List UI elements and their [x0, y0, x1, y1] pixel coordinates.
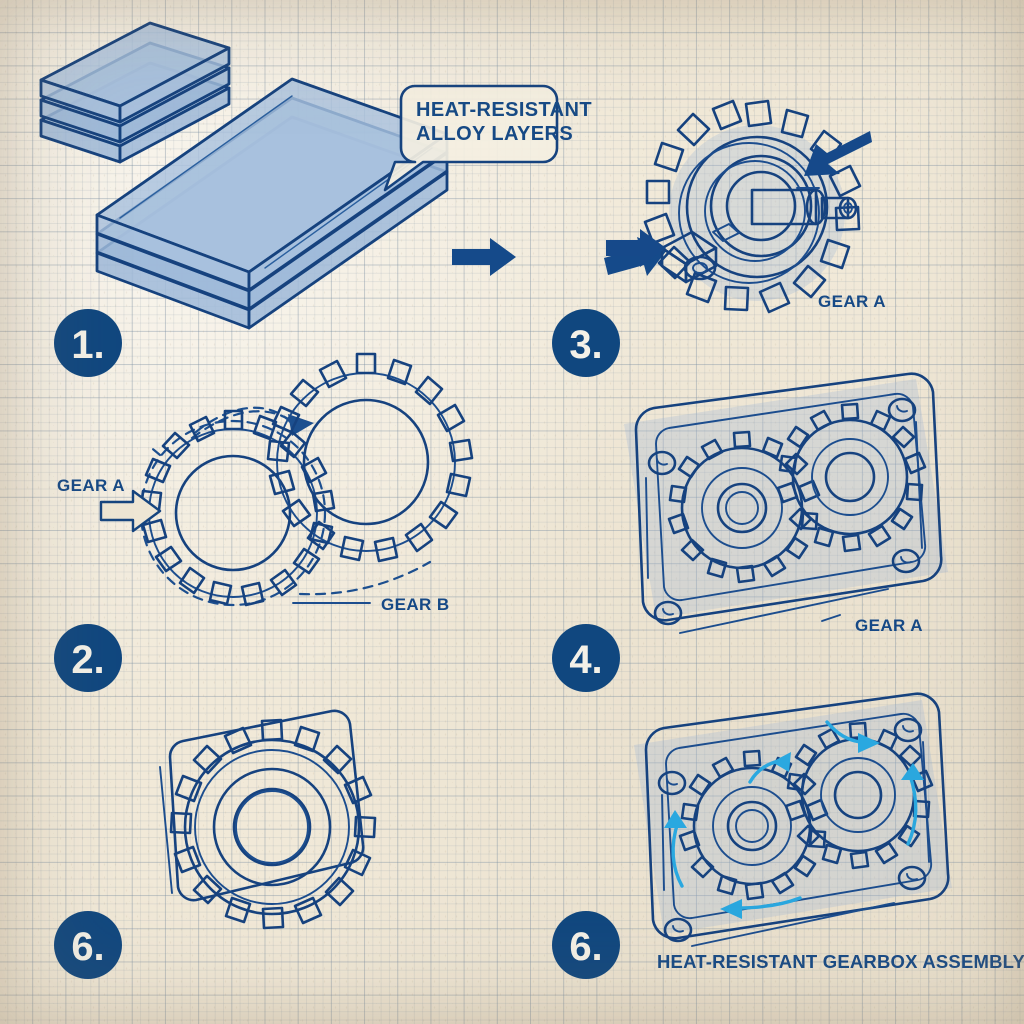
drive-shaft — [750, 187, 858, 226]
step-3-illustration — [606, 99, 872, 314]
assembly-caption: HEAT-RESISTANT GEARBOX ASSEMBLY — [657, 951, 1024, 972]
step-6-illustration — [634, 692, 952, 947]
alloy-bar-stack — [39, 21, 231, 164]
rotation-arrow-right — [901, 763, 924, 846]
rotation-arrow-left — [664, 810, 687, 888]
callout-heat-resistant-alloy: HEAT-RESISTANT ALLOY LAYERS — [383, 84, 592, 192]
step-badge-1[interactable]: 1. — [54, 309, 122, 377]
gear-a-3d — [643, 99, 862, 314]
alloy-plate-stack — [95, 77, 449, 330]
housing-bolt-holes — [647, 397, 921, 626]
gear-b-outline — [266, 352, 474, 563]
rotation-arrows — [664, 720, 924, 919]
rotation-arrowhead — [288, 414, 314, 436]
callout-line-2: ALLOY LAYERS — [416, 123, 573, 145]
label-gear-a-step3: GEAR A — [818, 292, 886, 311]
label-gear-b: GEAR B — [381, 595, 450, 614]
step-badge-1-label: 1. — [71, 323, 104, 367]
rotation-arrow-top — [825, 720, 880, 753]
step-badge-4[interactable]: 4. — [552, 624, 620, 692]
step-1-illustration — [39, 21, 449, 330]
leader-line-gear-a-step4 — [821, 614, 841, 622]
mounting-boss — [660, 230, 718, 284]
callout-line-1: HEAT-RESISTANT — [416, 99, 592, 121]
rotation-arrow-upper-left — [748, 752, 791, 784]
label-gear-a-step2: GEAR A — [57, 476, 125, 495]
step-badge-6[interactable]: 6. — [552, 911, 620, 979]
arrow-press-left — [606, 229, 666, 267]
step-badge-2-label: 2. — [71, 638, 104, 682]
final-bolt-holes — [657, 717, 927, 943]
step-badge-4-label: 4. — [569, 638, 602, 682]
flow-arrow-step1-to-step3 — [452, 238, 516, 276]
step-badge-2[interactable]: 2. — [54, 624, 122, 692]
step5-gear — [169, 718, 377, 930]
step4-gear-right — [776, 402, 927, 553]
step-5-illustration — [159, 709, 377, 930]
step-badge-5-label: 6. — [71, 925, 104, 969]
label-gear-a-step4: GEAR A — [855, 616, 923, 635]
hollow-arrow-gear-a — [99, 489, 162, 533]
step-badge-3-label: 3. — [569, 323, 602, 367]
rotation-arrow-bottom — [720, 896, 802, 919]
step-2-illustration: GEAR A GEAR B — [57, 352, 474, 614]
step-badge-5[interactable]: 6. — [54, 911, 122, 979]
step-badge-3[interactable]: 3. — [552, 309, 620, 377]
step-4-illustration: GEAR A — [624, 372, 948, 635]
step-badge-6-label: 6. — [569, 925, 602, 969]
arrow-press-top — [804, 131, 872, 176]
